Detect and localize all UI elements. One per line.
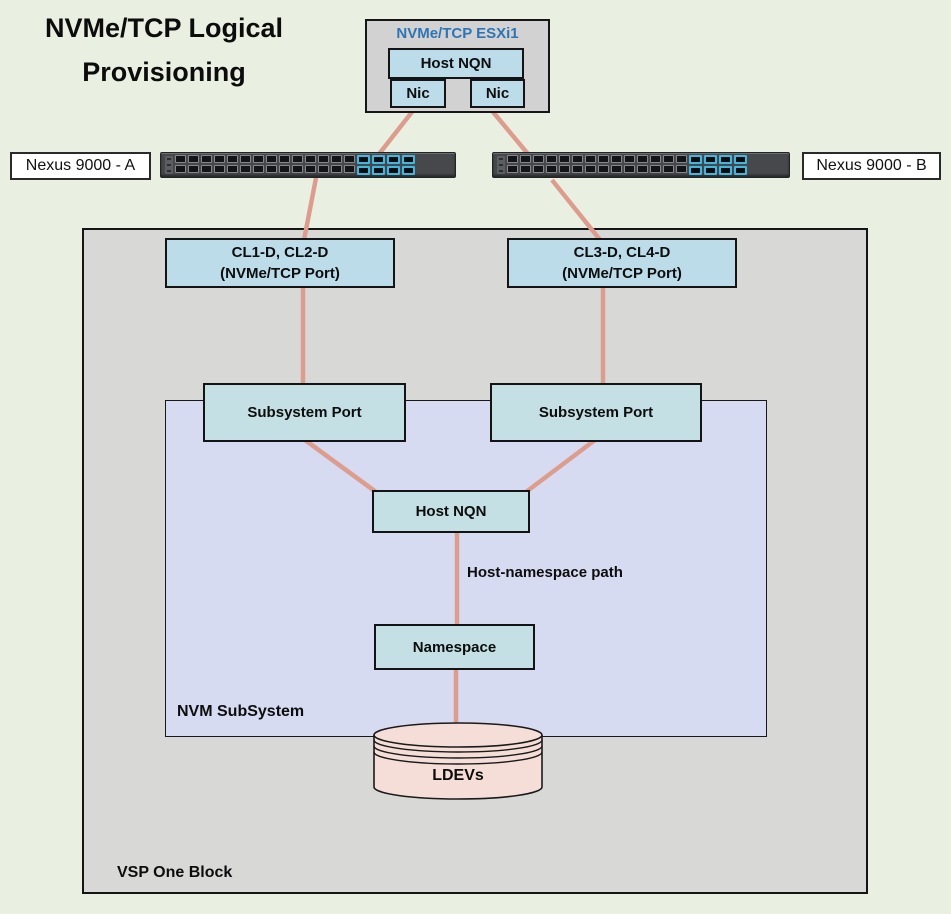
switch-port [598, 155, 609, 175]
vsp-one-block-label: VSP One Block [117, 864, 233, 881]
switch-port [585, 155, 596, 175]
subsystem-port-left-node: Subsystem Port [203, 383, 406, 442]
switch-uplink-port [704, 155, 717, 175]
switch-port [292, 155, 303, 175]
port-group-left-node: CL1-D, CL2-D (NVMe/TCP Port) [165, 238, 395, 288]
esxi-host-title: NVMe/TCP ESXi1 [396, 25, 519, 42]
switch-port [676, 155, 687, 175]
switch-port [188, 155, 199, 175]
switch-port [201, 155, 212, 175]
switch-port [572, 155, 583, 175]
esxi-host-nqn-node: Host NQN [388, 48, 524, 79]
nexus-a-label: Nexus 9000 - A [10, 152, 151, 180]
switch-uplink-port [402, 155, 415, 175]
switch-port [624, 155, 635, 175]
switch-port [331, 155, 342, 175]
switch-port [318, 155, 329, 175]
switch-port [559, 155, 570, 175]
esxi-host-box: NVMe/TCP ESXi1 Host NQN Nic Nic [365, 19, 550, 113]
link-switch-a-cl-left [301, 177, 319, 241]
page-title-line1: NVMe/TCP Logical [44, 13, 284, 43]
cylinder-shape [373, 722, 543, 800]
switch-port [611, 155, 622, 175]
host-namespace-path-label: Host-namespace path [467, 564, 623, 581]
switch-ports [175, 155, 415, 175]
switch-uplink-port [719, 155, 732, 175]
ldevs-cylinder: LDEVs [372, 721, 544, 803]
switch-port [520, 155, 531, 175]
switch-port [279, 155, 290, 175]
ldevs-label: LDEVs [432, 767, 484, 784]
switch-uplink-port [387, 155, 400, 175]
nvm-subsystem-label: NVM SubSystem [177, 703, 305, 720]
link-nic2-switch-b [491, 110, 530, 156]
switch-port [214, 155, 225, 175]
link-subport-left-hostnqn [303, 438, 378, 494]
switch-port [240, 155, 251, 175]
port-group-left-line1: CL1-D, CL2-D [231, 244, 329, 261]
subsystem-port-right-node: Subsystem Port [490, 383, 702, 442]
switch-port [305, 155, 316, 175]
switch-bezel [165, 156, 173, 174]
switch-port [546, 155, 557, 175]
nic-node-left: Nic [390, 79, 446, 108]
port-group-right-line2: (NVMe/TCP Port) [562, 265, 682, 282]
switch-port [253, 155, 264, 175]
switch-uplink-port [372, 155, 385, 175]
port-group-right-node: CL3-D, CL4-D (NVMe/TCP Port) [507, 238, 737, 288]
nvm-subsystem-box: NVM SubSystem [165, 400, 767, 737]
switch-a-image [160, 152, 456, 178]
switch-uplink-port [734, 155, 747, 175]
page-title: NVMe/TCP Logical Provisioning [14, 6, 314, 94]
switch-uplink-port [689, 155, 702, 175]
nexus-b-label: Nexus 9000 - B [802, 152, 941, 180]
port-group-left-line2: (NVMe/TCP Port) [220, 265, 340, 282]
switch-bezel [497, 156, 505, 174]
switch-port [533, 155, 544, 175]
switch-ports [507, 155, 747, 175]
port-group-right-line1: CL3-D, CL4-D [573, 244, 671, 261]
switch-uplink-port [357, 155, 370, 175]
link-subport-right-hostnqn [524, 438, 597, 494]
switch-port [507, 155, 518, 175]
namespace-node: Namespace [374, 624, 535, 670]
nic-node-right: Nic [470, 79, 525, 108]
switch-port [266, 155, 277, 175]
page-title-line2: Provisioning [82, 57, 246, 87]
switch-port [650, 155, 661, 175]
subsystem-host-nqn-node: Host NQN [372, 490, 530, 533]
link-switch-b-cl-right [550, 178, 603, 243]
switch-port [663, 155, 674, 175]
switch-port [227, 155, 238, 175]
switch-port [175, 155, 186, 175]
switch-b-image [492, 152, 790, 178]
switch-port [344, 155, 355, 175]
switch-port [637, 155, 648, 175]
link-nic1-switch-a [377, 110, 414, 156]
